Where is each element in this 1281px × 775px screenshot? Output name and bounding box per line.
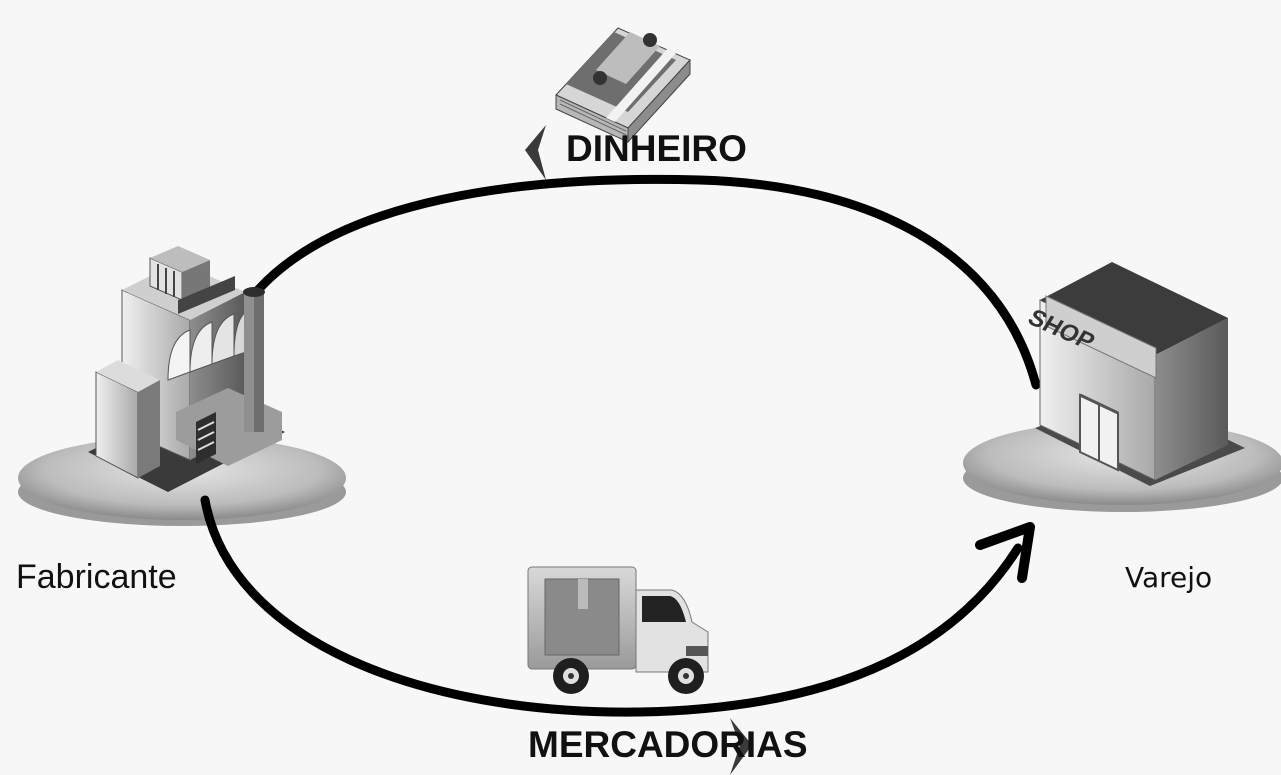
delivery-truck-icon: [527, 566, 709, 694]
goods-direction-chevron: [730, 718, 752, 775]
goods-flow-arc: [200, 495, 1023, 717]
retailer-label: Varejo: [1125, 561, 1213, 594]
money-flow-label: DINHEIRO: [566, 128, 747, 169]
money-flow-arc: [253, 174, 1041, 390]
goods-arrowhead: [975, 522, 1035, 583]
money-direction-chevron: [525, 125, 546, 180]
goods-flow-label: MERCADORIAS: [528, 724, 808, 765]
factory-icon: [88, 246, 285, 492]
manufacturer-label: Fabricante: [16, 558, 177, 596]
shop-icon: SHOP: [1023, 262, 1245, 486]
money-stack-icon: [555, 27, 691, 144]
